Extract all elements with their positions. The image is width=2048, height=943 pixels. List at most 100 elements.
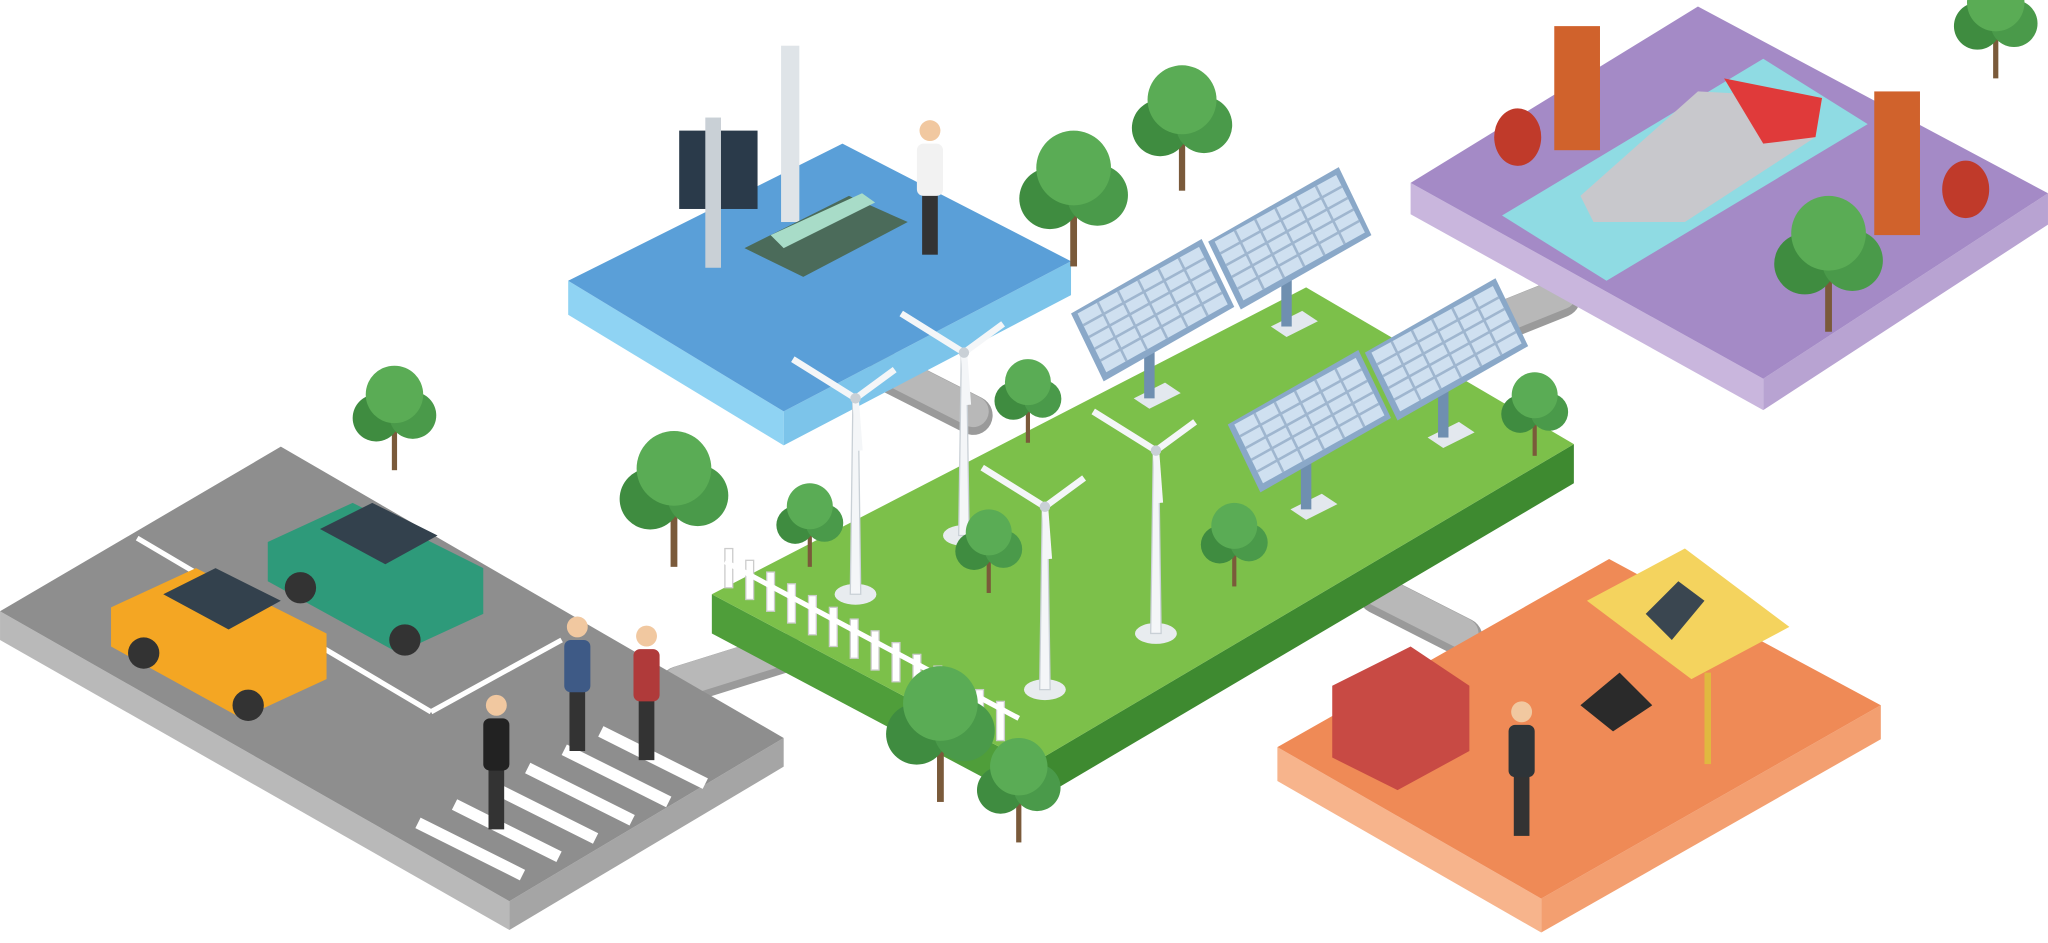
panel-pole: [1281, 274, 1292, 327]
turbine-blade: [1153, 419, 1198, 454]
turbine-blade: [1041, 506, 1053, 560]
person-head: [919, 120, 941, 142]
platform-left-side: [1410, 182, 1764, 411]
tree-icon: [619, 431, 729, 567]
tree-icon: [1131, 65, 1233, 191]
panel-grid-line: [1471, 296, 1503, 356]
panel-pole: [1300, 457, 1312, 510]
parking-lot-icon: [0, 446, 784, 930]
panel-base: [1290, 493, 1338, 520]
panel-grid-line: [1390, 340, 1422, 401]
panel-grid-line: [1225, 196, 1349, 267]
person-head: [566, 616, 588, 638]
fence-post: [891, 641, 901, 683]
tree-icon: [1200, 502, 1268, 587]
tree-trunk: [1016, 790, 1022, 843]
panel-grid-line: [1293, 390, 1325, 450]
fence-post: [766, 571, 776, 612]
car-windows: [320, 502, 438, 565]
crosswalk-stripe: [415, 817, 526, 881]
car-wheel: [128, 637, 160, 669]
tree-icon: [955, 509, 1023, 593]
tree-icon: [994, 359, 1062, 443]
tree-foliage: [1967, 0, 2025, 32]
car-wheel: [284, 572, 317, 604]
person-businessman: [483, 694, 510, 830]
desk-leg: [1704, 672, 1712, 765]
fence-post: [745, 559, 755, 601]
platform-right-side: [1031, 444, 1574, 804]
person-vr-user: [1508, 701, 1535, 836]
person-torso: [564, 639, 591, 693]
panel-grid-line: [1116, 290, 1148, 351]
factory-equipment: [1494, 26, 1990, 281]
turbine-hub: [850, 393, 861, 404]
car-windows: [163, 568, 281, 630]
tree-icon: [976, 737, 1061, 843]
tree-trunk: [1070, 198, 1078, 267]
turbine-hub: [1039, 501, 1051, 512]
crosswalk-stripe: [561, 744, 672, 808]
patient: [770, 193, 876, 249]
panel-grid-line: [1334, 368, 1366, 428]
tree-trunk: [1993, 26, 1999, 79]
turbine-blade: [791, 356, 858, 402]
panel-grid-line: [1219, 185, 1343, 255]
panel-grid-line: [1096, 301, 1128, 362]
turbine-blade: [1091, 408, 1158, 454]
panel-grid-line: [1250, 391, 1374, 461]
fence-post: [995, 700, 1006, 742]
tree-trunk: [391, 417, 398, 471]
person-legs: [638, 694, 655, 761]
car-icon: [111, 568, 327, 721]
solar-panel-icon: [1227, 350, 1392, 520]
xray-arm: [781, 45, 800, 223]
car-icon: [267, 502, 484, 656]
panel-grid-line: [1314, 379, 1346, 439]
tree-trunk: [1232, 544, 1237, 587]
panel-grid-line: [1256, 402, 1380, 473]
panel-base: [1133, 382, 1181, 409]
tree-icon: [1774, 195, 1883, 332]
pipe-icon: [1358, 574, 1483, 657]
panel-grid-line: [1314, 185, 1346, 245]
office-chair: [1580, 672, 1653, 732]
panel-grid-line: [1451, 307, 1483, 367]
crosswalk-stripe: [525, 762, 635, 826]
tree-trunk: [1025, 400, 1031, 443]
platform-left-side: [0, 611, 510, 930]
tree-foliage: [903, 666, 978, 741]
wind-turbine-icon: [1091, 408, 1198, 644]
car-wheel: [232, 689, 264, 721]
tree-icon: [1501, 372, 1569, 456]
platform-right-side: [1541, 705, 1881, 933]
panel-grid-line: [1099, 291, 1223, 362]
tree-foliage: [1791, 195, 1866, 271]
turbine-blade: [853, 366, 897, 401]
panel-grid-line: [1233, 229, 1265, 290]
tree-trunk: [807, 525, 812, 567]
tree-foliage: [1511, 372, 1558, 419]
doctor: [916, 120, 944, 255]
turbine-blade: [899, 310, 966, 356]
panel-grid-line: [1294, 196, 1326, 256]
fence-post: [724, 547, 734, 589]
tree-foliage: [1036, 130, 1111, 206]
panel-pole: [1438, 385, 1449, 438]
tree-foliage: [636, 431, 712, 506]
panel-grid-line: [1157, 268, 1189, 328]
pipe-body: [1362, 574, 1479, 650]
person-pedestrian: [633, 625, 660, 761]
panel-base: [1427, 421, 1475, 448]
tree-icon: [1019, 130, 1128, 267]
person-legs: [922, 189, 938, 255]
turbine-hub: [1150, 445, 1162, 456]
panel-grid-line: [1177, 257, 1209, 317]
tree-trunk: [986, 551, 991, 593]
fence-post: [786, 583, 797, 624]
tree-foliage: [990, 737, 1048, 796]
panel-grid-line: [1088, 268, 1212, 339]
person-head: [1511, 701, 1533, 723]
office-furniture: [1332, 548, 1790, 791]
panel-base: [1270, 310, 1318, 337]
